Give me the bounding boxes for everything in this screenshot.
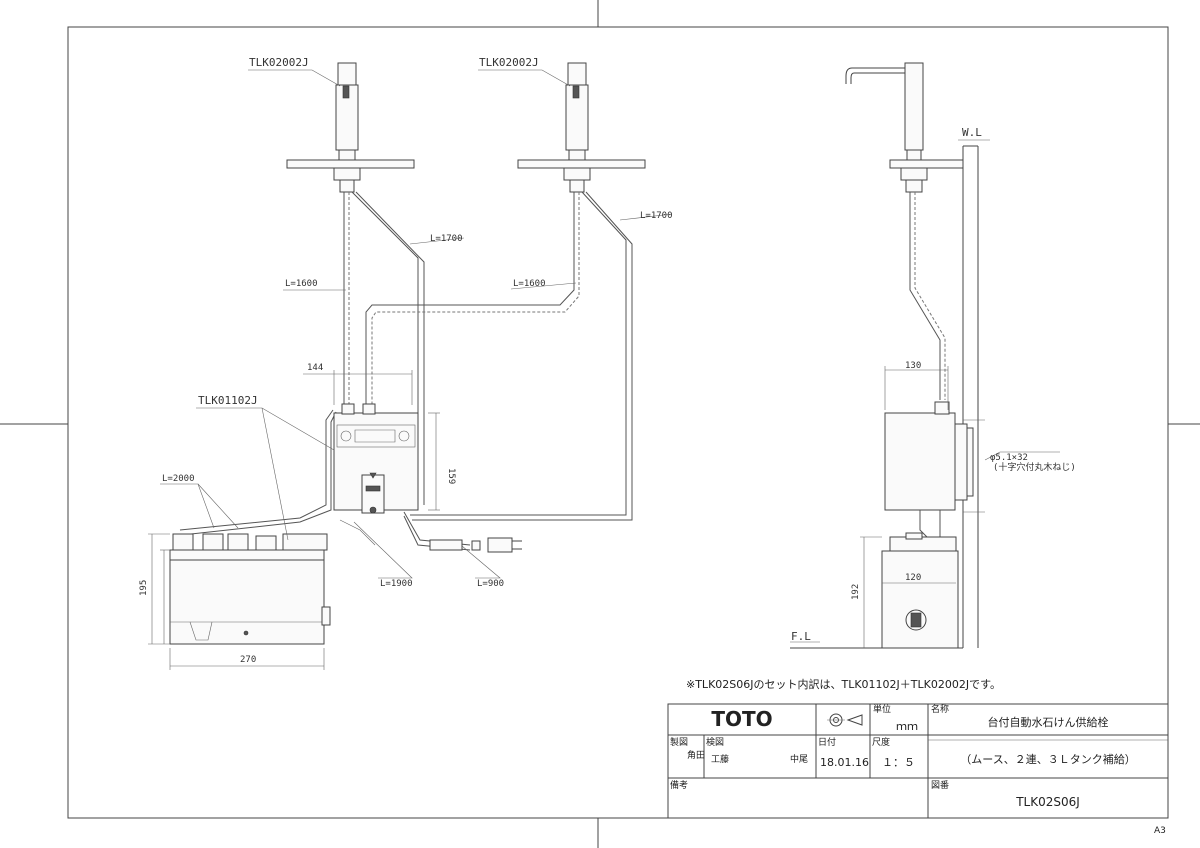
hose-length-1600-left: L=1600: [285, 279, 318, 289]
drafter-name: 角田: [687, 749, 705, 761]
date-value: 18.01.16: [820, 756, 869, 769]
hose-length-1900: L=1900: [380, 579, 413, 589]
countertop-side: [889, 159, 964, 169]
countertop-left: [286, 159, 415, 169]
drawing-border: [67, 26, 1169, 819]
hose-length-1600-right: L=1600: [513, 279, 546, 289]
toto-logo: TOTO: [711, 707, 772, 731]
leaders-front: [160, 69, 673, 579]
control-box-side: [884, 401, 985, 541]
hose-length-2000: L=2000: [162, 474, 195, 484]
product-subtitle: （ムース、２連、３Ｌタンク補給）: [960, 752, 1135, 766]
date-label: 日付: [818, 737, 836, 748]
product-name: 台付自動水石けん供給栓: [988, 715, 1109, 729]
dimension-120: 120: [905, 573, 921, 583]
faucet-model-left-label: TLK02002J: [249, 56, 309, 69]
remarks-label: 備考: [670, 779, 688, 791]
title-block: TOTO 単位 ｍｍ 名称 台付自動水石けん供給栓 （ムース、２連、３Ｌタンク補…: [667, 703, 1169, 819]
countertop-right: [517, 159, 646, 169]
dimension-130: 130: [905, 361, 921, 371]
checker-label: 検図: [706, 736, 724, 748]
scale-label: 尺度: [872, 736, 890, 748]
dimensions-front: [148, 370, 440, 670]
cord-length-900: L=900: [477, 579, 504, 589]
name-label: 名称: [931, 703, 949, 715]
faucet-side: [845, 62, 928, 193]
front-view: TLK02002J TLK02002J TLK01102J L=1700 L=1…: [139, 56, 673, 670]
drawing-number: TLK02S06J: [1015, 795, 1080, 809]
faucet-right: [563, 62, 591, 193]
dimension-144: 144: [307, 363, 323, 373]
scale-value: １：５: [882, 756, 915, 769]
screw-spec-size: φ5.1×32: [990, 453, 1028, 463]
faucet-left: [333, 62, 361, 193]
hose-length-1700-right: L=1700: [640, 211, 673, 221]
dimension-270: 270: [240, 655, 256, 665]
tank-model-label: TLK01102J: [198, 394, 258, 407]
control-box: [333, 403, 419, 514]
dimension-192: 192: [851, 584, 861, 600]
floor-level-label: F.L: [791, 630, 811, 643]
soap-tank-side: [881, 532, 959, 649]
checker-name-2: 中尾: [790, 753, 808, 765]
checker-name-1: 工藤: [711, 753, 729, 765]
dimension-195: 195: [139, 580, 149, 596]
unit-value: ｍｍ: [896, 720, 918, 733]
power-plug: [429, 537, 522, 553]
side-view: W.L F.L 130 120 192 φ5.1×32 (十字穴付丸木ねじ): [790, 62, 1076, 649]
dimensions-side: [790, 366, 1060, 648]
hose-length-1700-left: L=1700: [430, 234, 463, 244]
set-contents-note: ※TLK02S06Jのセット内訳は、TLK01102J＋TLK02002Jです。: [686, 677, 1001, 691]
screw-spec-type: (十字穴付丸木ねじ): [993, 461, 1076, 473]
third-angle-projection-icon: [827, 713, 863, 727]
faucet-model-right-label: TLK02002J: [479, 56, 539, 69]
paper-size-label: A3: [1154, 826, 1166, 836]
soap-tank: [169, 533, 331, 645]
water-level-label: W.L: [962, 126, 982, 139]
drawing-number-label: 図番: [931, 779, 949, 791]
dimension-159: 159: [446, 468, 456, 484]
unit-label: 単位: [873, 703, 891, 715]
drafter-label: 製図: [670, 736, 688, 748]
